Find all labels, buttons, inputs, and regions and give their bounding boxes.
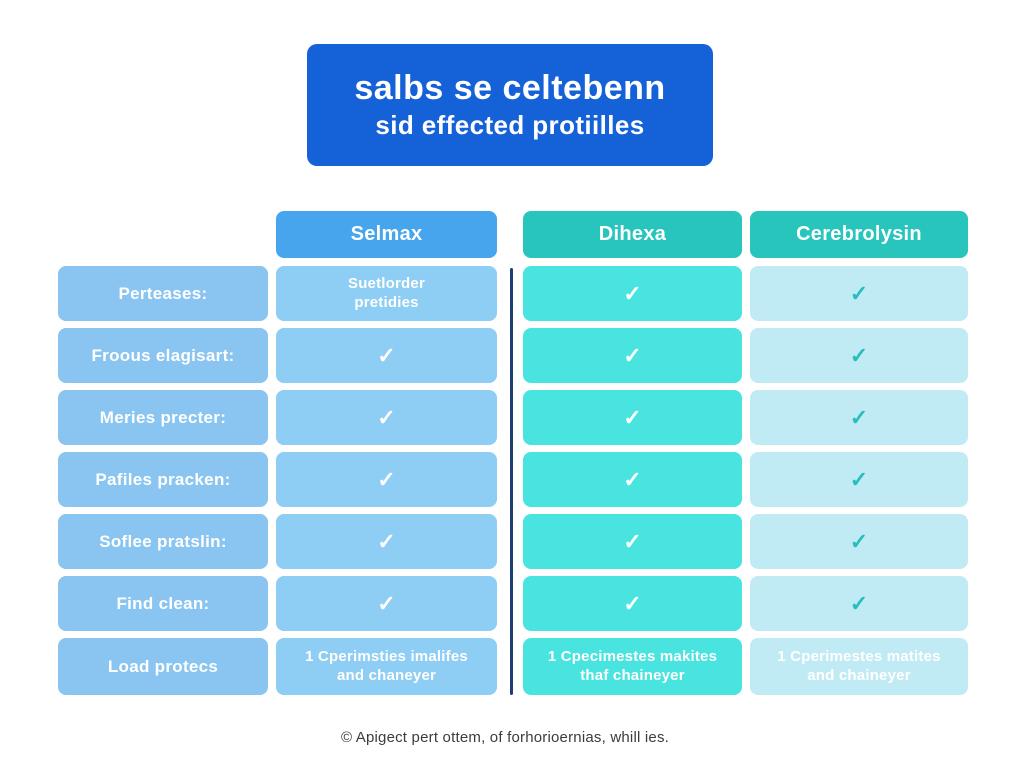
check-icon: ✓ — [623, 528, 642, 554]
page-title: salbs se celtebenn — [354, 68, 666, 107]
check-icon: ✓ — [377, 528, 396, 554]
column-header-cerebrolysin: Cerebrolysin — [750, 211, 968, 258]
check-icon: ✓ — [849, 404, 869, 430]
row-label: Froous elagisart: — [58, 328, 268, 383]
check-icon: ✓ — [849, 590, 869, 616]
check-icon: ✓ — [623, 342, 642, 368]
cell-dihexa: ✓ — [523, 514, 742, 569]
cell-selmax: Suetlorder pretidies — [276, 266, 497, 321]
cell-dihexa: ✓ — [523, 328, 742, 383]
table-row: Load protecs 1 Cperimsties imalifes and … — [0, 638, 1024, 695]
cell-dihexa: ✓ — [523, 576, 742, 631]
column-divider — [510, 268, 513, 695]
column-header-dihexa: Dihexa — [523, 211, 742, 258]
check-icon: ✓ — [849, 342, 869, 368]
cell-cerebrolysin: 1 Cperimestes matites and chaineyer — [750, 638, 968, 695]
table-row: Find clean: ✓ ✓ ✓ — [0, 576, 1024, 631]
title-box: salbs se celtebenn sid effected protiill… — [307, 44, 713, 166]
cell-dihexa: ✓ — [523, 452, 742, 507]
check-icon: ✓ — [623, 590, 642, 616]
row-label: Perteases: — [58, 266, 268, 321]
cell-cerebrolysin: ✓ — [750, 328, 968, 383]
cell-text: 1 Cpecimestes makites thaf chaineyer — [547, 647, 718, 684]
column-header-selmax: Selmax — [276, 211, 497, 258]
cell-selmax: ✓ — [276, 576, 497, 631]
table-row: Soflee pratslin: ✓ ✓ ✓ — [0, 514, 1024, 569]
cell-cerebrolysin: ✓ — [750, 514, 968, 569]
check-icon: ✓ — [849, 466, 869, 492]
check-icon: ✓ — [377, 404, 396, 430]
row-label: Find clean: — [58, 576, 268, 631]
check-icon: ✓ — [623, 466, 642, 492]
cell-selmax: ✓ — [276, 514, 497, 569]
cell-selmax: 1 Cperimsties imalifes and chaneyer — [276, 638, 497, 695]
cell-cerebrolysin: ✓ — [750, 390, 968, 445]
check-icon: ✓ — [377, 590, 396, 616]
page-subtitle: sid effected protiilles — [375, 109, 645, 140]
table-row: Pafiles pracken: ✓ ✓ ✓ — [0, 452, 1024, 507]
cell-selmax: ✓ — [276, 328, 497, 383]
cell-cerebrolysin: ✓ — [750, 266, 968, 321]
cell-cerebrolysin: ✓ — [750, 576, 968, 631]
check-icon: ✓ — [849, 280, 869, 306]
check-icon: ✓ — [377, 342, 396, 368]
table-row: Perteases: Suetlorder pretidies ✓ ✓ — [0, 266, 1024, 321]
cell-dihexa: 1 Cpecimestes makites thaf chaineyer — [523, 638, 742, 695]
check-icon: ✓ — [623, 404, 642, 430]
row-label: Soflee pratslin: — [58, 514, 268, 569]
row-label: Pafiles pracken: — [58, 452, 268, 507]
cell-dihexa: ✓ — [523, 390, 742, 445]
table-row: Froous elagisart: ✓ ✓ ✓ — [0, 328, 1024, 383]
cell-text: 1 Cperimsties imalifes and chaneyer — [305, 647, 468, 684]
cell-dihexa: ✓ — [523, 266, 742, 321]
cell-text: 1 Cperimestes matites and chaineyer — [777, 647, 941, 684]
cell-selmax: ✓ — [276, 452, 497, 507]
footer-note: © Apigect pert ottem, of forhorioernias,… — [340, 729, 670, 746]
cell-selmax: ✓ — [276, 390, 497, 445]
check-icon: ✓ — [377, 466, 396, 492]
row-label: Meries precter: — [58, 390, 268, 445]
cell-cerebrolysin: ✓ — [750, 452, 968, 507]
cell-text: Suetlorder pretidies — [347, 274, 425, 311]
table-row: Meries precter: ✓ ✓ ✓ — [0, 390, 1024, 445]
check-icon: ✓ — [623, 280, 642, 306]
check-icon: ✓ — [849, 528, 869, 554]
row-label: Load protecs — [58, 638, 268, 695]
